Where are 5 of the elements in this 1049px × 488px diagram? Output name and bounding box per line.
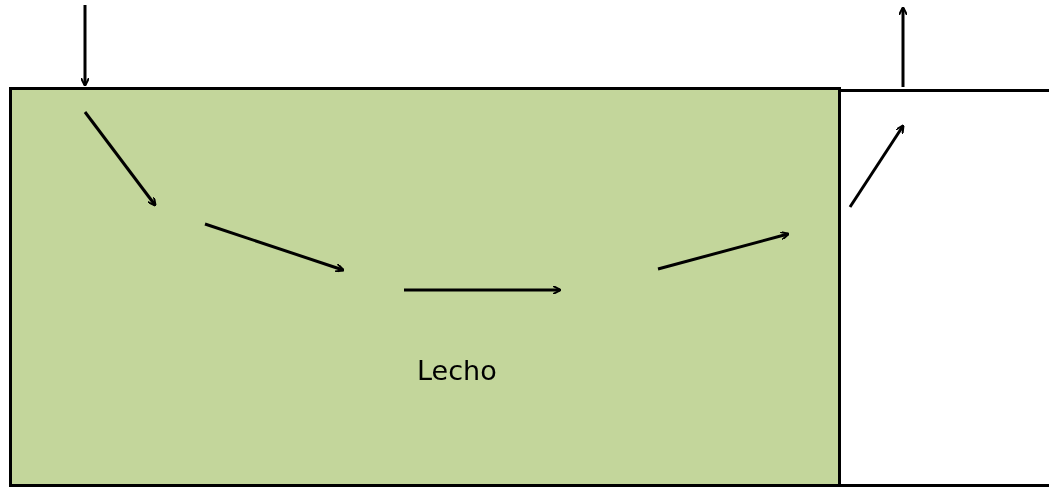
- bed-box: [9, 87, 841, 487]
- arrow: [898, 6, 908, 87]
- outlet-box: [838, 89, 1049, 487]
- arrow: [80, 5, 90, 87]
- node-label: Lecho: [417, 355, 497, 386]
